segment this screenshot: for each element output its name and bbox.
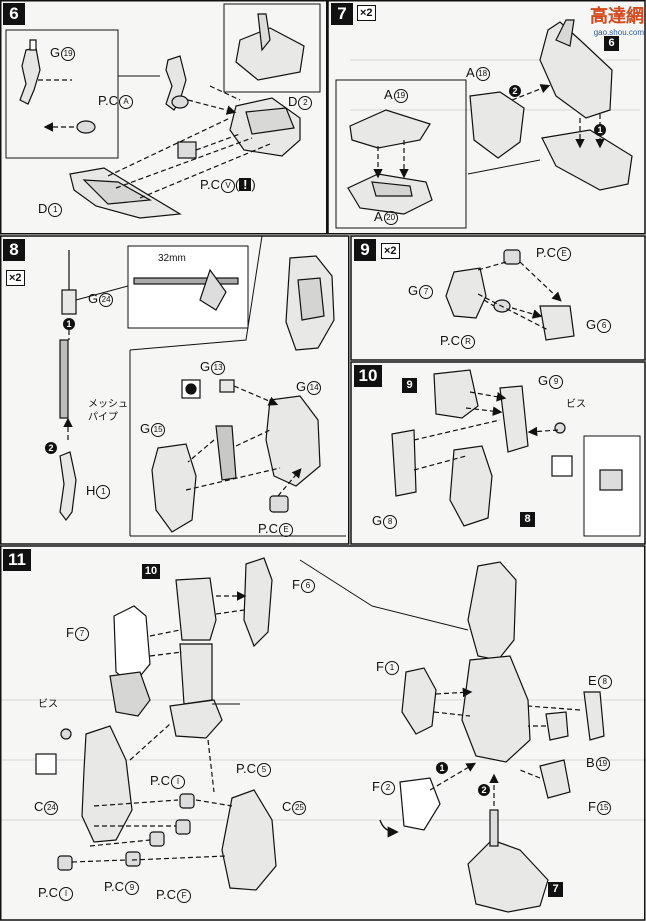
watermark-sub: gao.shou.com [593,28,644,37]
step-10-number: 10 [354,365,382,387]
order-2: 2 [45,442,57,454]
ref-step-6: 6 [604,36,619,51]
screw-label: ビス [38,699,58,710]
order-2: 2 [478,784,490,796]
panel-9 [350,235,646,361]
panel-10 [350,361,646,545]
measure-32mm: 32mm [158,253,186,264]
order-1: 1 [436,762,448,774]
screw-label: ビス [566,399,586,410]
step-7-number: 7 [331,3,353,25]
ref-step-7: 7 [548,882,563,897]
panel-8 [0,235,350,545]
step-6-number: 6 [3,3,25,25]
order-2: 2 [509,85,521,97]
panel-7 [327,0,646,235]
panel-11 [0,545,646,921]
ref-step-10: 10 [142,564,160,579]
mesh-pipe-label: メッシュ パイプ [88,399,128,423]
step-9-multiplier: ×2 [381,243,400,259]
ref-step-9: 9 [402,378,417,393]
step-8-number: 8 [3,239,25,261]
step-11-number: 11 [3,549,31,571]
step-8-multiplier: ×2 [6,270,25,286]
watermark-logo: 高達網 gao.shou.com [590,2,644,37]
ref-step-8: 8 [520,512,535,527]
step-7-multiplier: ×2 [357,5,376,21]
warning-icon: ! [239,178,252,191]
panel-6 [0,0,328,235]
order-1: 1 [63,318,75,330]
step-9-number: 9 [354,239,376,261]
order-1: 1 [594,124,606,136]
watermark-text: 高達網 [590,6,644,26]
